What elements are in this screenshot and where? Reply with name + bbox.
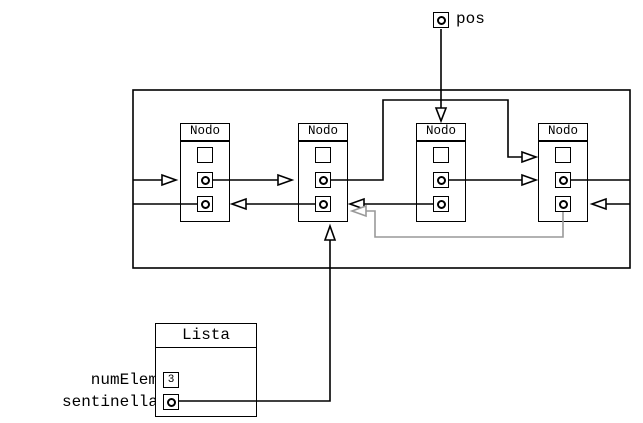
pos-label: pos	[456, 10, 485, 28]
pointer-dot-icon	[436, 175, 446, 185]
node-4-prev-cell	[555, 196, 571, 212]
pointer-dot-icon	[200, 175, 210, 185]
node-4: Nodo	[538, 123, 588, 222]
node-3-next-cell	[433, 172, 449, 188]
node-1-value-cell	[197, 147, 213, 163]
node-2-next-cell	[315, 172, 331, 188]
sentinella-label: sentinella	[61, 393, 158, 411]
pointer-dot-icon	[318, 175, 328, 185]
node-3: Nodo	[416, 123, 466, 222]
node-1-title: Nodo	[180, 123, 230, 141]
pos-arrow	[434, 29, 448, 124]
node-1-next-cell	[197, 172, 213, 188]
numelem-label: numElem	[90, 371, 158, 389]
node-4-title: Nodo	[538, 123, 588, 141]
node-2-title: Nodo	[298, 123, 348, 141]
pointer-dot-icon	[200, 199, 210, 209]
node-1-prev-cell	[197, 196, 213, 212]
node-2: Nodo	[298, 123, 348, 222]
node-3-title: Nodo	[416, 123, 466, 141]
lista-box: Lista 3	[155, 323, 257, 417]
node-3-value-cell	[433, 147, 449, 163]
node-2-prev-cell	[315, 196, 331, 212]
node-4-next-cell	[555, 172, 571, 188]
pos-pointer-icon	[433, 12, 449, 28]
pointer-dot-icon	[318, 199, 328, 209]
node-4-value-cell	[555, 147, 571, 163]
pointer-dot-icon	[436, 199, 446, 209]
node-3-prev-cell	[433, 196, 449, 212]
pointer-dot-icon	[436, 15, 446, 25]
node-2-value-cell	[315, 147, 331, 163]
node-1: Nodo	[180, 123, 230, 222]
numelem-value-cell: 3	[163, 372, 179, 388]
pointer-dot-icon	[558, 175, 568, 185]
lista-title: Lista	[156, 324, 256, 348]
pointer-dot-icon	[166, 397, 176, 407]
pointer-dot-icon	[558, 199, 568, 209]
sentinella-pointer-cell	[163, 394, 179, 410]
